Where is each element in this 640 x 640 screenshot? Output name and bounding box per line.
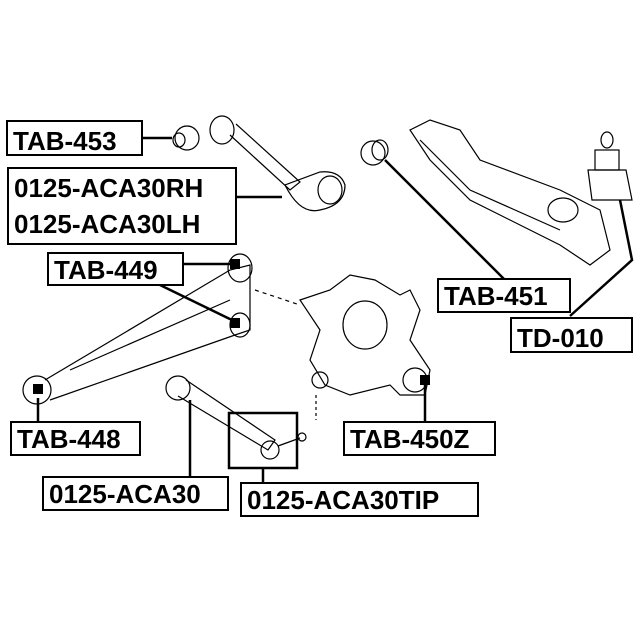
label-0125-aca30: 0125-ACA30 (42, 476, 229, 511)
part-number-text: TAB-449 (54, 255, 158, 285)
part-number-text: 0125-ACA30LH (14, 209, 201, 239)
part-number-text: TD-010 (517, 323, 604, 353)
part-number-text: 0125-ACA30TIP (247, 485, 440, 515)
label-tab-451: TAB-451 (437, 278, 571, 313)
knuckle-part (299, 274, 431, 420)
part-number-text: TAB-453 (13, 126, 117, 156)
bushing-tab453-part (172, 125, 200, 151)
label-tab-450z: TAB-450Z (343, 421, 496, 456)
part-number-text: TAB-450Z (350, 424, 470, 454)
part-number-text: 0125-ACA30RH (14, 173, 204, 203)
label-0125-aca30tip: 0125-ACA30TIP (240, 482, 479, 517)
label-tab-448: TAB-448 (10, 421, 141, 456)
label-0125-aca30-rh-lh: 0125-ACA30RH 0125-ACA30LH (7, 167, 237, 245)
strut-mount-part (587, 131, 633, 201)
leader-lines (36, 136, 634, 484)
label-tab-453: TAB-453 (6, 120, 143, 156)
part-number-text: 0125-ACA30 (49, 479, 201, 509)
part-number-text: TAB-451 (444, 281, 548, 311)
toe-rod-part (165, 375, 307, 460)
trailing-arm-part (360, 119, 611, 266)
label-tab-449: TAB-449 (47, 252, 184, 286)
label-td-010: TD-010 (510, 317, 633, 353)
part-number-text: TAB-448 (17, 424, 121, 454)
upper-arm-part (209, 115, 346, 212)
